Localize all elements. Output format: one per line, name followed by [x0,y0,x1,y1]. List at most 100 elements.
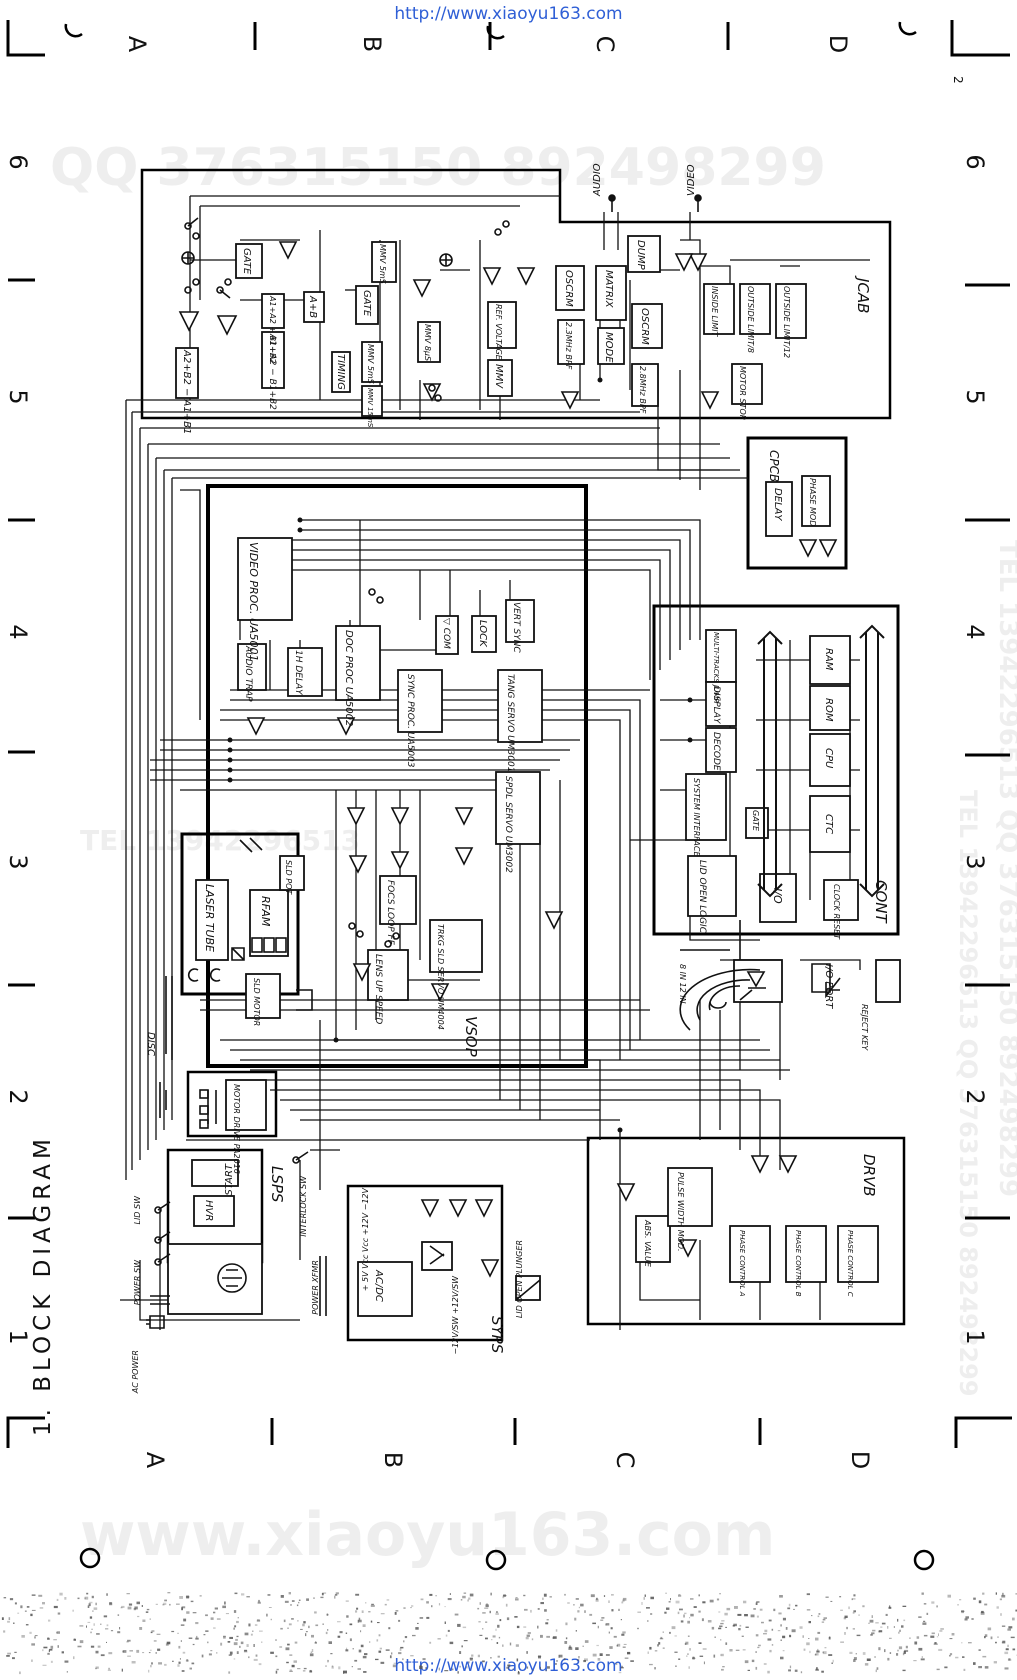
block-abs-value [635,1215,671,1263]
junction-dots [227,357,693,1133]
block-focs-loop [379,875,417,925]
block-cpu [809,733,851,787]
grid-left-6: 6 [4,154,32,169]
text-mmv: MMV [493,364,504,389]
text-spdl-servo: SPDL SERVO UM3002 [503,776,513,873]
grid-left-4: 4 [4,624,32,639]
block-phase-mod [801,475,831,527]
text-bpf-2-8: 2.8MHz BPF [638,366,647,414]
block-a1a2-diff [261,331,285,389]
block-pwm [667,1167,713,1227]
label-disc: DISC [145,1032,156,1056]
text-a2b2: A2+B2 − A1+B1 [181,349,192,434]
label-power-xfmr: POWER XFMR [311,1260,320,1315]
label-lid-plunger: LID OPEN PLUNGER [515,1240,524,1318]
grid-top-a: A [123,36,151,53]
block-a1a2-sum [261,293,285,329]
block-delay [765,481,793,537]
block-mmv-5ms-b [361,341,383,383]
text-start: START [224,1163,235,1195]
text-video-proc: VIDEO PROC. UA5001 [247,542,260,662]
grid-right-1: 1 [961,1329,989,1344]
text-audio-trap: AUDIO TRAP [243,645,253,702]
block-ctc [809,795,851,853]
label-interlock: INTERLOCK SW [299,1175,308,1237]
block-phase-control-c [837,1225,879,1283]
grid-left-5: 5 [4,389,32,404]
text-decode: DECODE [711,732,721,771]
text-laser-tube: LASER TUBE [203,884,216,952]
function-blocks [167,235,901,1317]
text-io: I/O [771,888,784,904]
block-outside-limit-12 [775,283,807,339]
cont-bus [757,624,885,898]
text-multi-track: MULTI-TRACKS JUMP [712,632,720,703]
block-sync-proc [397,669,443,733]
watermark-qq: QQ 376315150 892498299 [50,138,826,198]
block-decode [705,727,737,773]
text-phase-control-c: PHASE CONTROL C [846,1230,854,1297]
block-gate-3 [745,807,769,839]
grid-bottom-d: D [846,1451,874,1469]
page-number: 2 [951,76,965,84]
grid-labels: A B C D A B C D 6 5 4 3 2 1 6 5 4 3 2 1 [4,35,989,1469]
text-matrix: MATRIX [603,270,614,309]
block-hvr [193,1195,235,1227]
text-phase-control-a: PHASE CONTROL A [738,1230,746,1297]
source-url-top[interactable]: http://www.xiaoyu163.com [394,4,623,24]
label-drvb: DRVB [860,1154,878,1197]
block-text: A2+B2 − A1+B1 A1+A2 − B1+B2 A1+A2 + B1+B… [181,240,854,1302]
grid-top-d: D [824,35,852,53]
text-lens-speed: LENS UP SPEED [373,954,383,1024]
block-lamp-housing [167,1243,263,1315]
block-multi-track [705,629,737,683]
text-a-plus-b: A+B [307,295,318,318]
text-gate-2: GATE [361,290,372,317]
block-outside-limit-8 [739,283,771,335]
block-motor-drive [225,1079,267,1131]
block-reject-key [875,959,901,1003]
label-syps: SYPS [488,1316,506,1354]
grid-left-1: 1 [4,1329,32,1344]
block-1h-delay [287,647,323,697]
block-bpf-2-8 [631,363,659,407]
grid-top-b: B [358,36,386,52]
label-video: VIDEO [686,164,697,196]
watermark-group: QQ 376315150 892498299 TEL 13942296513 Q… [50,138,1017,1570]
free-labels: AUDIO VIDEO DISC I/O PORT REJECT KEY 8 I… [131,163,869,1394]
label-switched-rails: −12V/SW +12V/SW [451,1275,460,1355]
text-gate-1: GATE [241,248,252,275]
section-vsop [206,484,588,1068]
text-phase-control-b: PHASE CONTROL B [794,1230,802,1297]
label-disc-size: 8 IN 12 IN. [678,964,687,1006]
block-mmv-5ms-a [371,241,397,283]
block-dump [627,235,661,273]
text-dump: DUMP [635,240,646,271]
text-mode: MODE [603,332,614,363]
block-switch [421,1241,453,1271]
text-ctc: CTC [823,814,834,834]
block-laser-tube [195,879,229,961]
grid-left-3: 3 [4,854,32,869]
text-mmv-5ms-a: MMV 5mS [378,244,387,284]
block-doc-proc [335,625,381,701]
grid-right-3: 3 [961,854,989,869]
grid-left-2: 2 [4,1089,32,1104]
block-timing [331,351,351,393]
text-mmv-15ms: MMV 15mS [366,388,374,428]
block-ref-voltage [487,301,517,349]
block-motor-stop [731,363,763,405]
text-bpf-2-3: 2.3MHz BPF [564,322,573,370]
text-abs-value: ABS. VALUE [643,1219,652,1268]
text-delay: DELAY [772,488,783,521]
text-ram: RAM [823,648,834,671]
text-pwm: PULSE WIDTH MOD. [676,1172,685,1252]
text-phase-mod: PHASE MOD [808,478,817,526]
section-cpcb [746,436,848,570]
block-phase-control-a [729,1225,771,1283]
text-mmv-5ms-b: MMV 5mS [366,344,375,384]
block-a-plus-b [303,291,325,323]
text-motor-stop: MOTOR STOP [738,366,747,420]
